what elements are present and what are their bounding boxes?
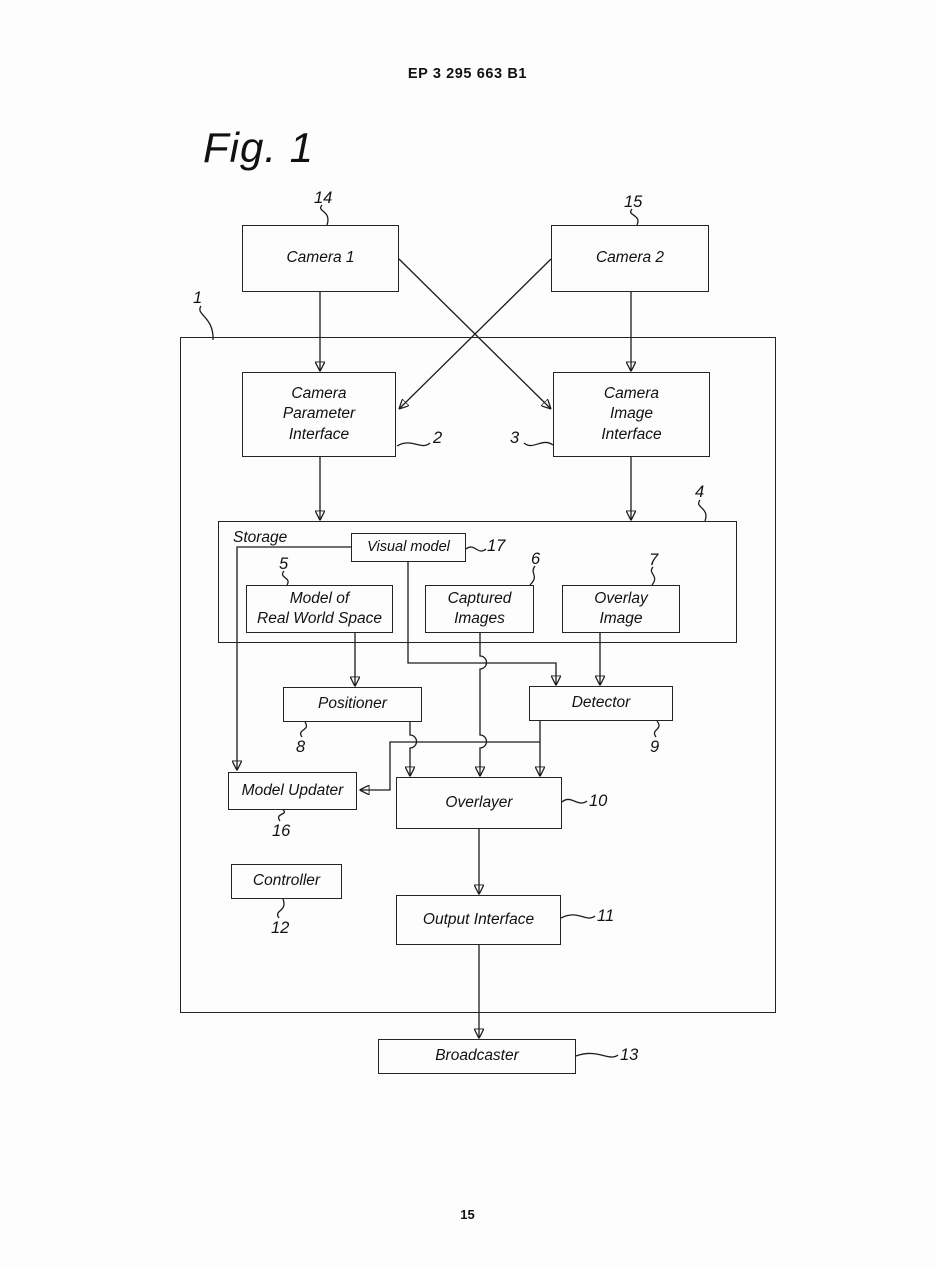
- block-captured-images-label: Captured Images: [447, 589, 512, 627]
- block-visual-model-label: Visual model: [367, 538, 450, 555]
- ref-leader-1: [199, 305, 214, 341]
- block-controller: Controller: [231, 864, 342, 899]
- block-broadcaster: Broadcaster: [378, 1039, 576, 1074]
- block-storage: Storage: [218, 521, 737, 643]
- block-overlayer-label: Overlayer: [445, 793, 513, 811]
- ref-numeral-1: 1: [193, 289, 203, 307]
- ref-numeral-11: 11: [597, 907, 615, 925]
- ref-numeral-15: 15: [624, 193, 643, 211]
- ref-numeral-8: 8: [296, 738, 306, 756]
- block-detector: Detector: [529, 686, 673, 721]
- block-camera-image-interface: Camera Image Interface: [553, 372, 710, 457]
- ref-numeral-3: 3: [510, 429, 520, 447]
- block-positioner-label: Positioner: [318, 695, 387, 713]
- block-overlay-image: Overlay Image: [562, 585, 680, 633]
- ref-numeral-6: 6: [531, 550, 541, 568]
- block-positioner: Positioner: [283, 687, 422, 722]
- block-model-updater-label: Model Updater: [241, 781, 344, 799]
- ref-numeral-13: 13: [620, 1046, 639, 1064]
- ref-numeral-2: 2: [433, 429, 443, 447]
- block-captured-images: Captured Images: [425, 585, 534, 633]
- block-controller-label: Controller: [252, 872, 321, 890]
- block-broadcaster-label: Broadcaster: [435, 1047, 519, 1065]
- block-camera-parameter-interface-label: Camera Parameter Interface: [282, 384, 356, 443]
- figure-title: Fig. 1: [203, 124, 315, 171]
- ref-numeral-10: 10: [589, 792, 608, 810]
- ref-leader-14: [320, 204, 329, 226]
- ref-numeral-14: 14: [314, 189, 333, 207]
- ref-leader-13: [575, 1052, 619, 1058]
- ref-numeral-16: 16: [272, 822, 291, 840]
- block-camera-2: Camera 2: [551, 225, 709, 292]
- ref-numeral-9: 9: [650, 738, 660, 756]
- block-camera-2-label: Camera 2: [595, 249, 665, 267]
- block-output-interface-label: Output Interface: [422, 910, 535, 928]
- block-detector-label: Detector: [571, 694, 631, 712]
- block-visual-model: Visual model: [351, 533, 466, 562]
- ref-numeral-17: 17: [487, 537, 506, 555]
- block-camera-image-interface-label: Camera Image Interface: [601, 384, 662, 443]
- block-model-of-real-world-space: Model of Real World Space: [246, 585, 393, 633]
- block-camera-parameter-interface: Camera Parameter Interface: [242, 372, 396, 457]
- block-camera-1-label: Camera 1: [286, 249, 355, 267]
- system-boundary-box: [180, 337, 776, 1013]
- ref-numeral-4: 4: [695, 483, 705, 501]
- ref-numeral-12: 12: [271, 919, 290, 937]
- ref-numeral-5: 5: [279, 555, 289, 573]
- block-camera-1: Camera 1: [242, 225, 399, 292]
- ref-numeral-7: 7: [649, 551, 659, 569]
- block-overlayer: Overlayer: [396, 777, 562, 829]
- page-number: 15: [460, 1207, 475, 1222]
- block-output-interface: Output Interface: [396, 895, 561, 945]
- block-model-updater: Model Updater: [228, 772, 357, 810]
- document-number: EP 3 295 663 B1: [407, 66, 528, 82]
- block-overlay-image-label: Overlay Image: [594, 589, 648, 627]
- block-model-of-real-world-space-label: Model of Real World Space: [257, 589, 382, 627]
- block-storage-label: Storage: [233, 529, 288, 546]
